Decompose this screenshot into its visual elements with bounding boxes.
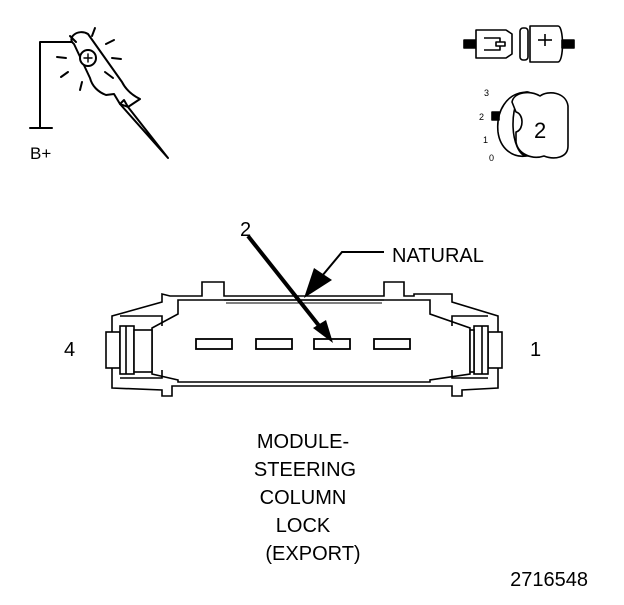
caption-line-2: STEERING (254, 459, 356, 481)
probe-label: B+ (30, 144, 51, 163)
terminal-cavity-4 (195, 338, 233, 350)
terminal-cavity-2 (313, 338, 351, 350)
key-position-marker (491, 111, 500, 121)
key-head (511, 91, 569, 159)
probe-bulb-filament (83, 53, 93, 63)
pin-2-callout-arrow (246, 234, 333, 343)
key-position-0: 0 (489, 153, 494, 163)
key-position-2: 2 (479, 112, 484, 122)
caption-line-3: COLUMN (260, 487, 347, 509)
component-caption: MODULE- STEERING COLUMN LOCK (EXPORT) (254, 431, 361, 565)
connector-housing (105, 281, 503, 397)
probe-lead-wire (39, 41, 76, 129)
pin-label-right: 1 (530, 339, 541, 361)
terminal-cavity-3 (255, 338, 293, 350)
test-probe-icon (29, 27, 169, 159)
ignition-key-icon (491, 91, 569, 159)
terminal-cavity-1 (373, 338, 411, 350)
connector-color-label: NATURAL (392, 245, 484, 267)
caption-line-5: (EXPORT) (265, 543, 360, 565)
key-position-3: 3 (484, 88, 489, 98)
caption-line-1: MODULE- (257, 431, 349, 453)
key-position-1: 1 (483, 135, 488, 145)
connector-plug-icon (463, 25, 575, 63)
probe-tip (119, 103, 169, 159)
caption-line-4: LOCK (276, 515, 331, 537)
left-latch (105, 315, 163, 379)
natural-color-leader (304, 251, 384, 298)
light-rays (56, 27, 122, 91)
pin-2-callout-label: 2 (240, 219, 251, 241)
terminal-cavities (195, 338, 411, 350)
key-position-number: 2 (534, 118, 546, 143)
pin-label-left: 4 (64, 339, 75, 361)
figure-id: 2716548 (510, 569, 588, 591)
right-latch (451, 315, 503, 379)
